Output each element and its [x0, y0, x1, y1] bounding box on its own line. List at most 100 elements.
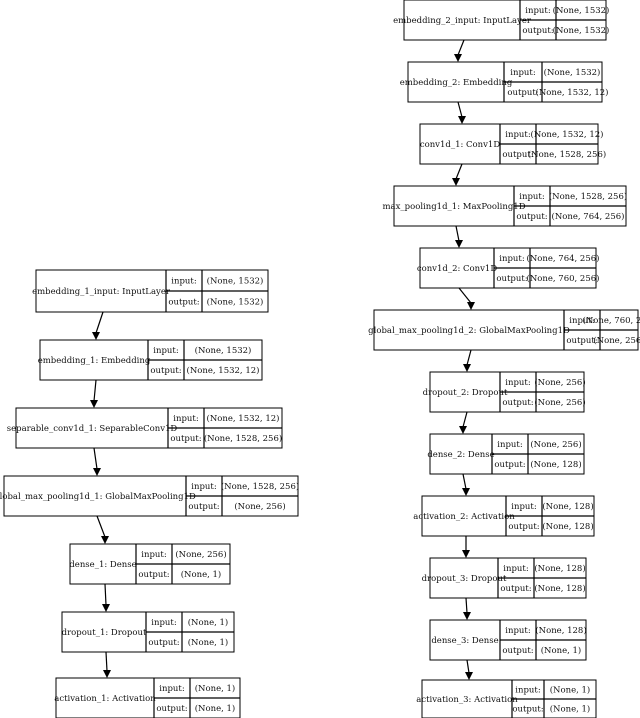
- output-port-label: output:: [566, 336, 597, 346]
- layer-node-activation-3: activation_3: Activationinput:output:(No…: [416, 679, 597, 718]
- edge-arrow: [92, 311, 104, 340]
- output-shape: (None, 1528, 256): [528, 149, 606, 160]
- input-port-label: input:: [525, 6, 550, 16]
- output-port-label: output:: [148, 638, 179, 648]
- edge-arrow: [96, 515, 109, 544]
- output-shape: (None, 1528, 256): [204, 433, 282, 444]
- input-shape: (None, 128): [535, 625, 586, 636]
- layer-node-embedding-2: embedding_2: Embeddinginput:output:(None…: [400, 61, 608, 103]
- output-port-label: output:: [494, 460, 525, 470]
- input-shape: (None, 1): [188, 617, 229, 628]
- input-shape: (None, 1528, 256): [549, 191, 627, 202]
- output-shape: (None, 1): [195, 703, 236, 714]
- output-port-label: output:: [502, 646, 533, 656]
- output-port-label: output:: [188, 502, 219, 512]
- output-port-label: output:: [507, 88, 538, 98]
- output-shape: (None, 128): [534, 583, 585, 594]
- edge-arrow: [463, 597, 471, 620]
- layer-label: embedding_1: Embedding: [38, 356, 151, 366]
- input-port-label: input:: [173, 414, 198, 424]
- output-shape: (None, 1532, 12): [187, 365, 260, 376]
- output-shape: (None, 256): [534, 397, 585, 408]
- edge-arrow: [462, 536, 470, 558]
- input-shape: (None, 1532): [544, 67, 601, 78]
- input-port-label: input:: [497, 440, 522, 450]
- input-port-label: input:: [511, 502, 536, 512]
- input-shape: (None, 1532, 12): [531, 129, 604, 140]
- edge-arrow: [103, 651, 111, 678]
- input-shape: (None, 1532): [195, 345, 252, 356]
- output-shape: (None, 1532): [207, 297, 264, 308]
- input-port-label: input:: [171, 277, 196, 287]
- input-port-label: input:: [499, 254, 524, 264]
- edge-arrow: [462, 473, 470, 496]
- output-shape: (None, 256): [593, 335, 640, 346]
- input-port-label: input:: [505, 378, 530, 388]
- edge-arrow: [452, 163, 463, 186]
- input-shape: (None, 256): [534, 377, 585, 388]
- edge-arrow: [458, 287, 475, 310]
- layer-node-embedding-1: embedding_1: Embeddinginput:output:(None…: [38, 339, 263, 381]
- right-model-graph: embedding_2_input: InputLayerinput:outpu…: [368, 0, 640, 718]
- input-port-label: input:: [191, 482, 216, 492]
- input-shape: (None, 256): [175, 549, 226, 560]
- input-port-label: input:: [159, 684, 184, 694]
- output-port-label: output:: [502, 150, 533, 160]
- layer-node-activation-2: activation_2: Activationinput:output:(No…: [413, 495, 595, 537]
- input-shape: (None, 1532, 12): [207, 413, 280, 424]
- layer-label: dropout_3: Dropout: [422, 574, 507, 584]
- output-shape: (None, 128): [530, 459, 581, 470]
- input-port-label: input:: [515, 686, 540, 696]
- layer-label: separable_conv1d_1: SeparableConv1D: [7, 424, 178, 434]
- layer-node-activation-1: activation_1: Activationinput:output:(No…: [54, 677, 241, 718]
- output-port-label: output:: [522, 26, 553, 36]
- output-port-label: output:: [508, 522, 539, 532]
- layer-label: embedding_1_input: InputLayer: [32, 287, 171, 297]
- output-shape: (None, 1): [550, 704, 591, 715]
- input-port-label: input:: [569, 316, 594, 326]
- input-shape: (None, 764, 256): [527, 253, 600, 264]
- layer-label: conv1d_1: Conv1D: [420, 140, 501, 150]
- input-shape: (None, 1): [550, 685, 591, 696]
- output-port-label: output:: [150, 366, 181, 376]
- layer-label: embedding_2_input: InputLayer: [393, 16, 532, 26]
- layer-node-global-max-pooling1d-2: global_max_pooling1d_2: GlobalMaxPooling…: [368, 309, 640, 351]
- edge-arrow: [93, 447, 101, 476]
- output-port-label: output:: [502, 398, 533, 408]
- output-port-label: output:: [496, 274, 527, 284]
- input-shape: (None, 1): [195, 683, 236, 694]
- edge-arrow: [454, 39, 465, 62]
- input-shape: (None, 128): [534, 563, 585, 574]
- output-shape: (None, 760, 256): [527, 273, 600, 284]
- layer-label: dropout_1: Dropout: [62, 628, 147, 638]
- output-port-label: output:: [156, 704, 187, 714]
- input-shape: (None, 1532): [207, 276, 264, 287]
- output-port-label: output:: [138, 570, 169, 580]
- input-port-label: input:: [503, 564, 528, 574]
- layer-node-separable-conv1d-1: separable_conv1d_1: SeparableConv1Dinput…: [7, 407, 283, 449]
- input-shape: (None, 760, 256): [583, 315, 640, 326]
- edge-arrow: [457, 101, 466, 124]
- input-port-label: input:: [141, 550, 166, 560]
- output-port-label: output:: [516, 212, 547, 222]
- output-shape: (None, 764, 256): [552, 211, 625, 222]
- layer-node-max-pooling1d-1: max_pooling1d_1: MaxPooling1Dinput:outpu…: [382, 185, 627, 227]
- input-port-label: input:: [510, 68, 535, 78]
- layer-label: activation_2: Activation: [413, 512, 515, 522]
- output-shape: (None, 1): [188, 637, 229, 648]
- layer-label: dense_1: Dense: [69, 560, 136, 570]
- input-shape: (None, 1528, 256): [221, 481, 299, 492]
- input-shape: (None, 1532): [553, 5, 610, 16]
- layer-node-global-max-pooling1d-1: global_max_pooling1d_1: GlobalMaxPooling…: [0, 475, 299, 517]
- input-port-label: input:: [519, 192, 544, 202]
- output-port-label: output:: [500, 584, 531, 594]
